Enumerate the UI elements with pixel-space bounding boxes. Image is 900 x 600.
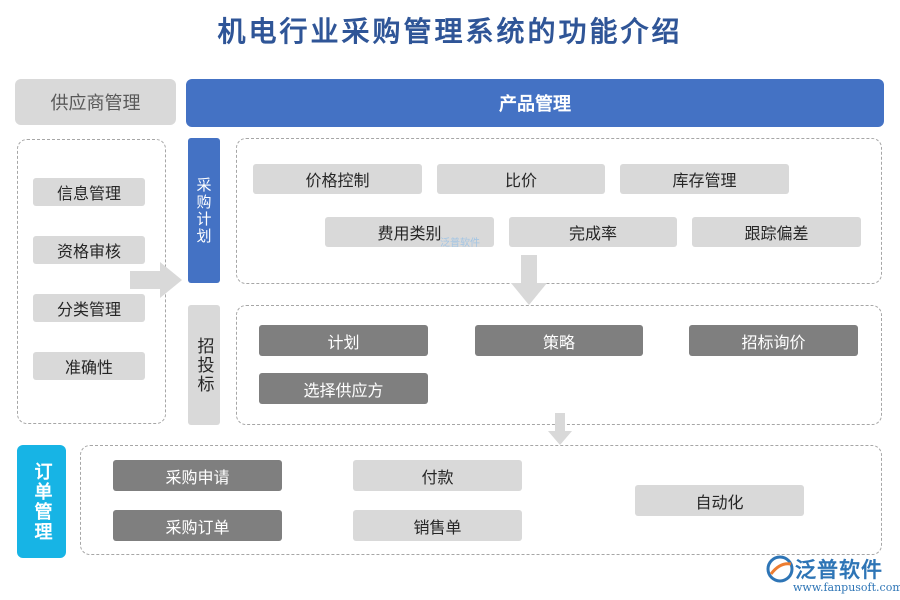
order-item-automation: 自动化 (635, 485, 804, 516)
order-item-payment: 付款 (353, 460, 522, 491)
supplier-item-accuracy: 准确性 (33, 352, 145, 380)
plan-item-completion-rate: 完成率 (509, 217, 677, 247)
bidding-item-tender-inquiry: 招标询价 (689, 325, 858, 356)
watermark: 泛普软件 (440, 238, 480, 249)
down-arrow-small-icon (548, 413, 572, 445)
logo-name: 泛普软件 (795, 558, 883, 582)
order-item-purchase-order: 采购订单 (113, 510, 282, 541)
supplier-management-header: 供应商管理 (15, 79, 176, 125)
order-management-label: 订单管理 (17, 445, 66, 558)
supplier-item-info: 信息管理 (33, 178, 145, 206)
purchase-plan-box (236, 138, 882, 284)
plan-item-price-compare: 比价 (437, 164, 605, 194)
plan-item-tracking-deviation: 跟踪偏差 (692, 217, 861, 247)
logo-icon (766, 555, 794, 583)
bidding-item-select-supplier: 选择供应方 (259, 373, 428, 404)
bidding-label: 招投标 (188, 305, 220, 425)
plan-item-price-control: 价格控制 (253, 164, 422, 194)
product-management-header: 产品管理 (186, 79, 884, 127)
fanpu-logo: 泛普软件 www.fanpusoft.com (765, 552, 900, 596)
right-arrow-icon (130, 262, 182, 298)
order-item-sales-order: 销售单 (353, 510, 522, 541)
order-management-box (80, 445, 882, 555)
logo-url: www.fanpusoft.com (793, 581, 900, 594)
order-item-purchase-request: 采购申请 (113, 460, 282, 491)
supplier-item-qualification: 资格审核 (33, 236, 145, 264)
bidding-item-plan: 计划 (259, 325, 428, 356)
bidding-box (236, 305, 882, 425)
purchase-plan-label: 采购计划 (188, 138, 220, 283)
plan-item-expense-type: 费用类别 (325, 217, 494, 247)
down-arrow-icon (511, 255, 547, 305)
page-title: 机电行业采购管理系统的功能介绍 (217, 15, 683, 48)
supplier-item-category: 分类管理 (33, 294, 145, 322)
plan-item-inventory: 库存管理 (620, 164, 789, 194)
bidding-item-strategy: 策略 (475, 325, 643, 356)
